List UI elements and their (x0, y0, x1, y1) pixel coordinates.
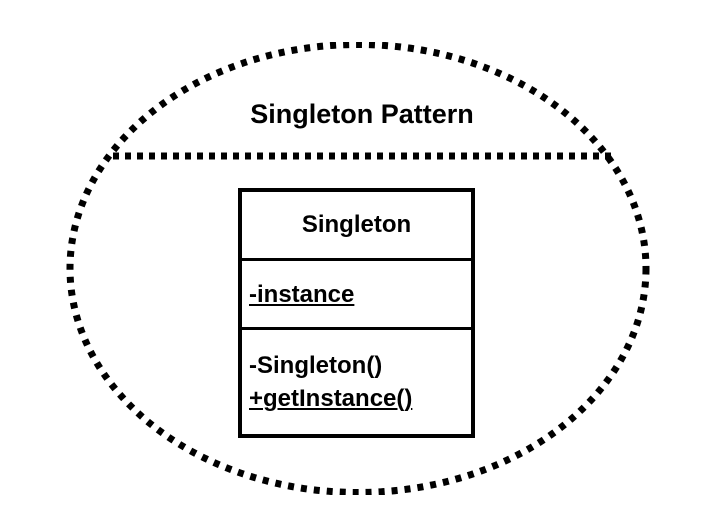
ellipse-outline (66, 42, 650, 495)
package-divider-line (113, 152, 613, 160)
methods-compartment: -Singleton() +getInstance() (242, 330, 471, 434)
pattern-boundary-ellipse (66, 42, 650, 495)
method-singleton-constructor: -Singleton() (249, 352, 383, 379)
attribute-instance: -instance (249, 280, 355, 308)
pattern-title: Singleton Pattern (250, 99, 474, 129)
class-box-singleton[interactable]: Singleton -instance -Singleton() +getIns… (238, 188, 475, 438)
method-get-instance: +getInstance() (249, 385, 413, 412)
class-name-label: Singleton (301, 211, 412, 238)
class-name-compartment: Singleton (242, 192, 471, 261)
attributes-compartment: -instance (242, 261, 471, 330)
